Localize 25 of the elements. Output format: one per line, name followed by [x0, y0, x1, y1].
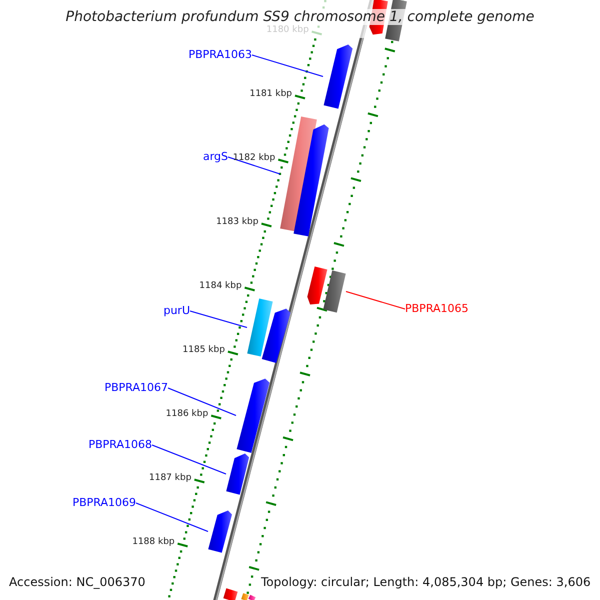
scale-tick-label: 1182 kbp [232, 153, 276, 164]
gene-label: PBPRA1067 [104, 381, 168, 394]
gene-label: argS [202, 150, 228, 163]
leader-line [228, 156, 280, 174]
gene-label: PBPRA1068 [88, 438, 152, 451]
scale-tick-label: 1183 kbp [216, 217, 258, 228]
leader-line [252, 54, 324, 77]
gene-label: purU [163, 304, 190, 317]
diagram-title: Photobacterium profundum SS9 chromosome 1, complete genome [64, 9, 536, 25]
gene-label: PBPRA1065 [405, 302, 469, 315]
leader-line [152, 444, 226, 474]
gene-label: PBPRA1063 [188, 48, 252, 61]
leader-line [168, 388, 236, 416]
leader-line [136, 502, 208, 532]
scale-tick-label: 1185 kbp [182, 345, 225, 356]
scale-tick-label: 1187 kbp [149, 473, 192, 484]
footer-text: Accession: NC_006370 [9, 575, 146, 590]
leader-line [190, 310, 248, 328]
footer-text: Topology: circular; Length: 4,085,304 bp; Genes: 3,606 [261, 575, 591, 590]
scale-tick-label: 1184 kbp [199, 281, 242, 292]
gene-label: PBPRA1069 [72, 496, 136, 509]
scale-tick-label: 1186 kbp [166, 409, 208, 420]
scale-tick-label: 1188 kbp [132, 537, 175, 548]
scale-tick-label: 1181 kbp [250, 89, 292, 100]
leader-line [346, 291, 406, 310]
